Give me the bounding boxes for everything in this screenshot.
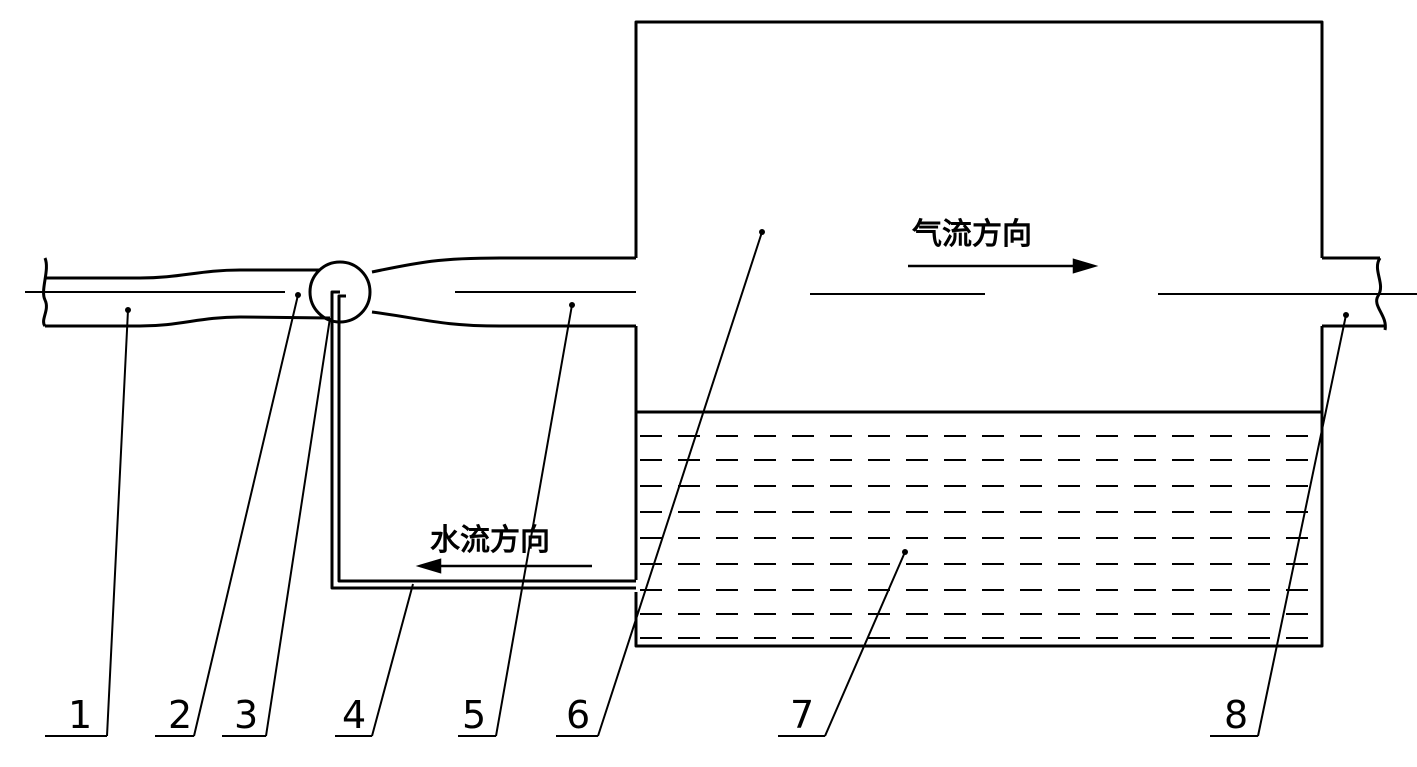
leader-dot-7 — [902, 549, 908, 555]
leader-line-6 — [556, 231, 763, 737]
leader-line-7 — [778, 551, 906, 737]
leader-dot-5 — [569, 302, 575, 308]
leader-line-3 — [222, 317, 331, 737]
pipe-inlet-break — [42, 257, 48, 327]
air-flow-label: 气流方向 — [912, 217, 1032, 252]
water-flow-arrowhead — [415, 558, 442, 574]
part-number-3: 3 — [234, 693, 258, 737]
air-flow-arrowhead — [1072, 258, 1099, 274]
venturi-pipe-bottom-wall — [45, 310, 636, 328]
part-number-6: 6 — [566, 693, 590, 737]
leader-line-4 — [335, 583, 414, 737]
leader-dot-2 — [295, 292, 301, 298]
leader-dot-6 — [759, 229, 765, 235]
outlet-pipe — [1322, 256, 1385, 328]
leader-line-5 — [458, 304, 573, 737]
pipe-outlet-break — [1375, 257, 1387, 331]
pipe-centerline — [25, 291, 1417, 295]
leader-line-1 — [45, 309, 129, 737]
leader-line-2 — [155, 294, 299, 737]
part-number-8: 8 — [1224, 693, 1248, 737]
water-pipe-outer — [330, 290, 636, 590]
part-number-2: 2 — [168, 693, 192, 737]
leader-line-8 — [1210, 314, 1347, 737]
tank-walls — [634, 20, 1324, 648]
water-body — [640, 435, 1320, 639]
water-pipe-inner — [337, 294, 636, 583]
leader-dot-8 — [1343, 312, 1349, 318]
leader-dot-1 — [125, 307, 131, 313]
part-number-1: 1 — [68, 693, 92, 737]
part-number-4: 4 — [342, 693, 366, 737]
part-number-7: 7 — [790, 693, 814, 737]
venturi-pipe-top-wall — [45, 256, 636, 280]
part-number-5: 5 — [462, 693, 486, 737]
